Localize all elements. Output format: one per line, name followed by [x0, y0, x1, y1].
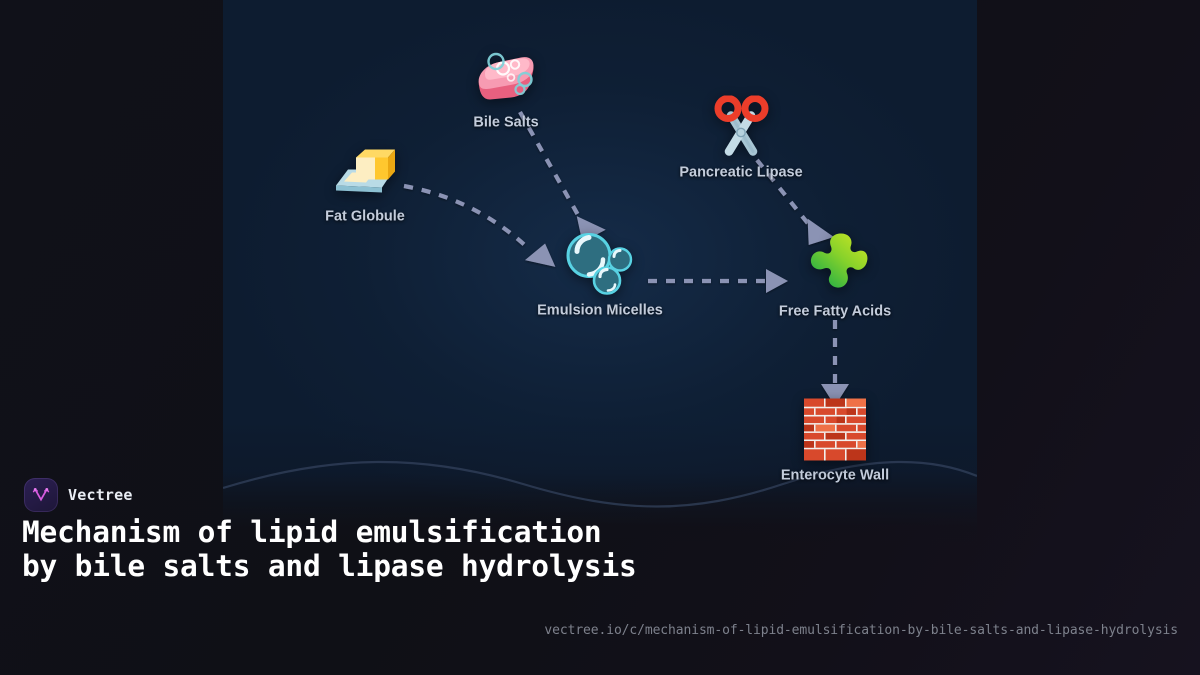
page-url: vectree.io/c/mechanism-of-lipid-emulsifi…: [544, 623, 1178, 638]
brand[interactable]: Vectree: [24, 478, 133, 512]
puzzle-piece-icon: [810, 233, 868, 288]
node-enterocyte-wall[interactable]: Enterocyte Wall: [745, 398, 925, 484]
soap-bar-icon: [478, 52, 534, 100]
brand-name: Vectree: [68, 486, 133, 504]
brick-wall-icon: [804, 398, 866, 461]
bubbles-icon: [566, 233, 633, 295]
node-label: Emulsion Micelles: [537, 302, 663, 319]
butter-block-icon: [336, 149, 395, 193]
node-label: Bile Salts: [473, 114, 539, 131]
node-label: Fat Globule: [325, 208, 405, 225]
vectree-branch-logo-icon: [24, 478, 58, 512]
node-label: Free Fatty Acids: [778, 303, 892, 320]
node-bile-salts[interactable]: Bile Salts: [416, 52, 596, 131]
page-title: Mechanism of lipid emulsification by bil…: [22, 515, 637, 583]
logo-glyph: [32, 488, 50, 502]
node-free-fatty-acids[interactable]: Free Fatty Acids: [745, 231, 925, 320]
node-label: Pancreatic Lipase: [679, 164, 803, 181]
node-emulsion-micelles[interactable]: Emulsion Micelles: [510, 232, 690, 319]
scissors-icon: [714, 95, 769, 156]
node-label: Enterocyte Wall: [780, 467, 890, 484]
node-pancreatic-lipase[interactable]: Pancreatic Lipase: [651, 95, 831, 181]
node-fat-globule[interactable]: Fat Globule: [275, 148, 455, 225]
